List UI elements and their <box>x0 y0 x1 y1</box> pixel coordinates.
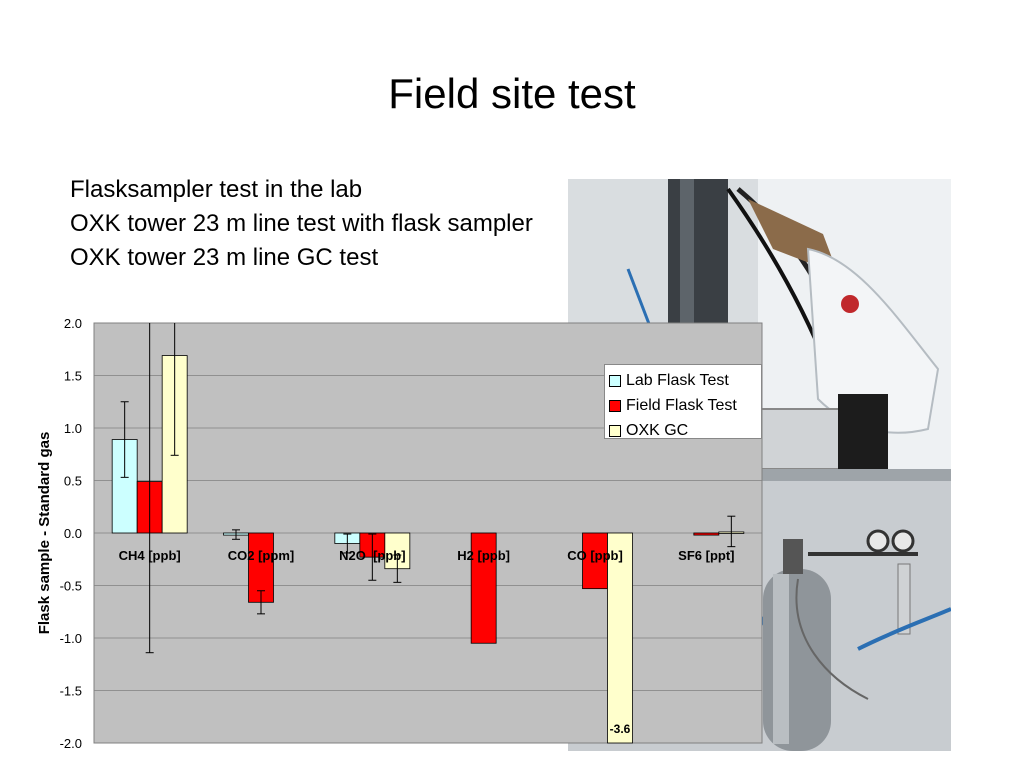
bar-chart: 2.0 1.5 1.0 0.5 0.0 -0.5 -1.0 -1.5 -2.0 CH4 [ppb… <box>36 316 763 751</box>
y-tick-label: 0.5 <box>64 474 82 489</box>
bar <box>384 532 411 570</box>
slide-title: Field site test <box>388 70 636 117</box>
y-tick-label: -0.5 <box>60 579 82 594</box>
legend-item-lab: Lab Flask Test <box>609 368 761 393</box>
legend-label-field: Field Flask Test <box>626 396 737 414</box>
y-tick-label: -1.5 <box>60 684 82 699</box>
category-label: SF6 [ppt] <box>678 548 734 563</box>
bar <box>470 532 497 644</box>
data-label: -3.6 <box>610 722 631 736</box>
category-label: CO2 [ppm] <box>228 548 294 563</box>
category-labels: CH4 [ppb] CO2 [ppm] N2O [ppb] H2 [ppb] CO [p… <box>119 548 735 563</box>
category-label: H2 [ppb] <box>457 548 510 563</box>
y-tick-label: -2.0 <box>60 736 82 751</box>
chart-legend: Lab Flask Test Field Flask Test OXK GC <box>604 364 762 439</box>
y-tick-labels: 2.0 1.5 1.0 0.5 0.0 -0.5 -1.0 -1.5 -2.0 <box>60 316 82 751</box>
legend-item-field: Field Flask Test <box>609 393 761 418</box>
y-axis-label: Flask sample - Standard gas <box>36 432 53 635</box>
legend-swatch-lab <box>609 374 621 387</box>
data-labels: -3.6 <box>610 722 631 736</box>
legend-swatch-field <box>609 399 621 412</box>
subtitle-tower-flask-test: OXK tower 23 m line test with flask samp… <box>70 210 533 237</box>
field-site-photo <box>568 179 951 751</box>
bar <box>582 532 608 590</box>
subtitle-tower-gc-test: OXK tower 23 m line GC test <box>70 244 379 271</box>
subtitle-lab-test: Flasksampler test in the lab <box>70 176 363 203</box>
y-tick-label: 1.5 <box>64 369 82 384</box>
category-label: CO [ppb] <box>567 548 623 563</box>
category-label: CH4 [ppb] <box>119 548 181 563</box>
legend-label-lab: Lab Flask Test <box>626 371 729 389</box>
legend-swatch-gc <box>609 424 621 437</box>
error-bars <box>120 323 736 654</box>
bar <box>693 532 720 536</box>
legend-item-gc: OXK GC <box>609 418 761 443</box>
y-tick-label: 1.0 <box>64 421 82 436</box>
y-tick-label: 0.0 <box>64 526 82 541</box>
subtitle-list: Flasksampler test in the lab OXK tower 2… <box>70 173 533 275</box>
category-label: N2O [ppb] <box>339 548 405 563</box>
bar <box>607 532 633 744</box>
legend-label-gc: OXK GC <box>626 421 689 439</box>
y-tick-label: 2.0 <box>64 316 82 331</box>
y-tick-label: -1.0 <box>60 631 82 646</box>
